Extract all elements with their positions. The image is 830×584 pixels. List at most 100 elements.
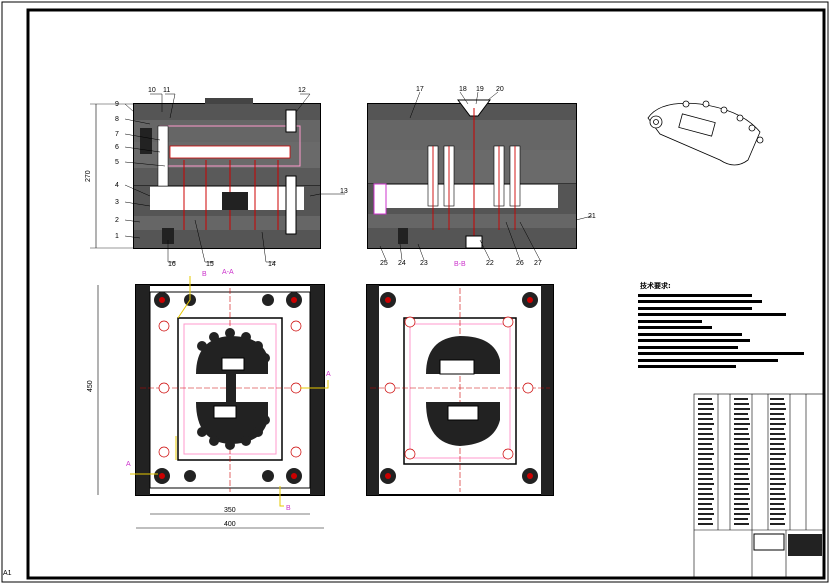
part-number: 14 [268,261,276,268]
requirement-line [638,300,762,303]
requirement-line [638,339,750,342]
title-block-entry [770,478,785,480]
title-block-entry [734,468,750,470]
requirement-line [638,313,786,316]
title-block-entry [734,403,749,405]
section-title-b: B-B [454,261,466,268]
title-block-entry [698,483,714,485]
title-block-entry [734,523,749,525]
title-block-entry [770,498,786,500]
plan-view-right [366,284,554,496]
title-block-entry [698,493,713,495]
cut-mark-a: A [126,461,131,468]
title-block-entry [734,453,750,455]
sheet-code: A1 [3,570,12,577]
part-number: 6 [115,144,119,151]
part-number: 11 [163,87,170,94]
title-block-entry [734,493,749,495]
title-block-entry [734,433,749,435]
requirement-line [638,307,752,310]
title-block-entry [698,473,712,475]
title-block-entry [770,408,786,410]
plan-view-left: A-A B A A B 450 350 400 [87,269,331,529]
title-block-entry [698,443,712,445]
title-block-entry [698,408,714,410]
title-block-entry [698,503,712,505]
title-block-entry [734,503,748,505]
title-block-entry [698,508,713,510]
title-block-entry [770,493,785,495]
part-number: 25 [380,260,388,267]
title-block-entry [698,453,714,455]
title-block-entry [734,398,748,400]
part-number: 23 [420,260,428,267]
title-block-entry [770,518,784,520]
title-block-entry [734,463,749,465]
title-block-entry [734,408,750,410]
title-block-entry [734,448,749,450]
part-number: 18 [459,86,467,93]
title-block-entry [698,413,712,415]
title-block-entry [770,513,786,515]
part-number: 19 [476,86,484,93]
part-number: 7 [115,131,119,138]
section-view-left: 270 9 8 7 6 5 4 3 2 1 10 [85,87,348,268]
title-block-entry [734,418,749,420]
plan-outer-width-dim: 400 [224,521,236,528]
title-block-entry [698,498,714,500]
title-block-entry [698,513,714,515]
title-block-entry [770,508,785,510]
title-block [693,393,825,579]
product-part-icon [647,100,764,166]
title-block-entry [698,403,713,405]
section-title-a: A-A [222,269,234,276]
title-block-entry [698,418,713,420]
cut-mark-a: A [326,371,331,378]
part-number: 12 [298,87,306,94]
title-block-entry [734,498,750,500]
title-block-logo-cell [753,533,785,551]
title-block-entry [770,463,785,465]
title-block-entry [698,518,712,520]
plan-inner-width-dim: 350 [224,507,236,514]
title-block-entry [770,438,786,440]
part-number: 15 [206,261,214,268]
title-block-entry [770,468,786,470]
title-block-entry [734,488,748,490]
part-number: 10 [148,87,156,94]
title-block-entry [698,423,714,425]
title-block-entry [770,428,784,430]
part-number: 26 [516,260,524,267]
requirement-line [638,320,702,323]
title-block-entry [698,478,713,480]
requirement-line [638,333,742,336]
title-block-entry [770,443,784,445]
technical-requirements-title: 技术要求: [640,282,671,290]
title-block-entry [770,448,785,450]
title-block-entry [770,433,785,435]
title-block-entry [734,413,748,415]
title-block-entry [770,523,785,525]
title-block-entry [698,433,713,435]
title-block-entry [770,488,784,490]
inner-frame [26,8,826,580]
screw-hole-icon [154,292,302,484]
part-number: 24 [398,260,406,267]
title-block-entry [734,483,750,485]
title-block-entry [734,473,748,475]
title-block-entry [698,468,714,470]
requirement-line [638,365,736,368]
title-block-entry [770,453,786,455]
title-block-entry [734,513,750,515]
title-block-entry [770,473,784,475]
title-block-entry [770,403,785,405]
title-block-entry [698,458,712,460]
title-block-entry [770,413,784,415]
requirement-line [638,352,804,355]
plan-height-dim: 450 [87,380,94,392]
part-number: 4 [115,182,119,189]
part-number: 17 [416,86,424,93]
title-block-entry [734,438,750,440]
title-block-entry [698,463,713,465]
